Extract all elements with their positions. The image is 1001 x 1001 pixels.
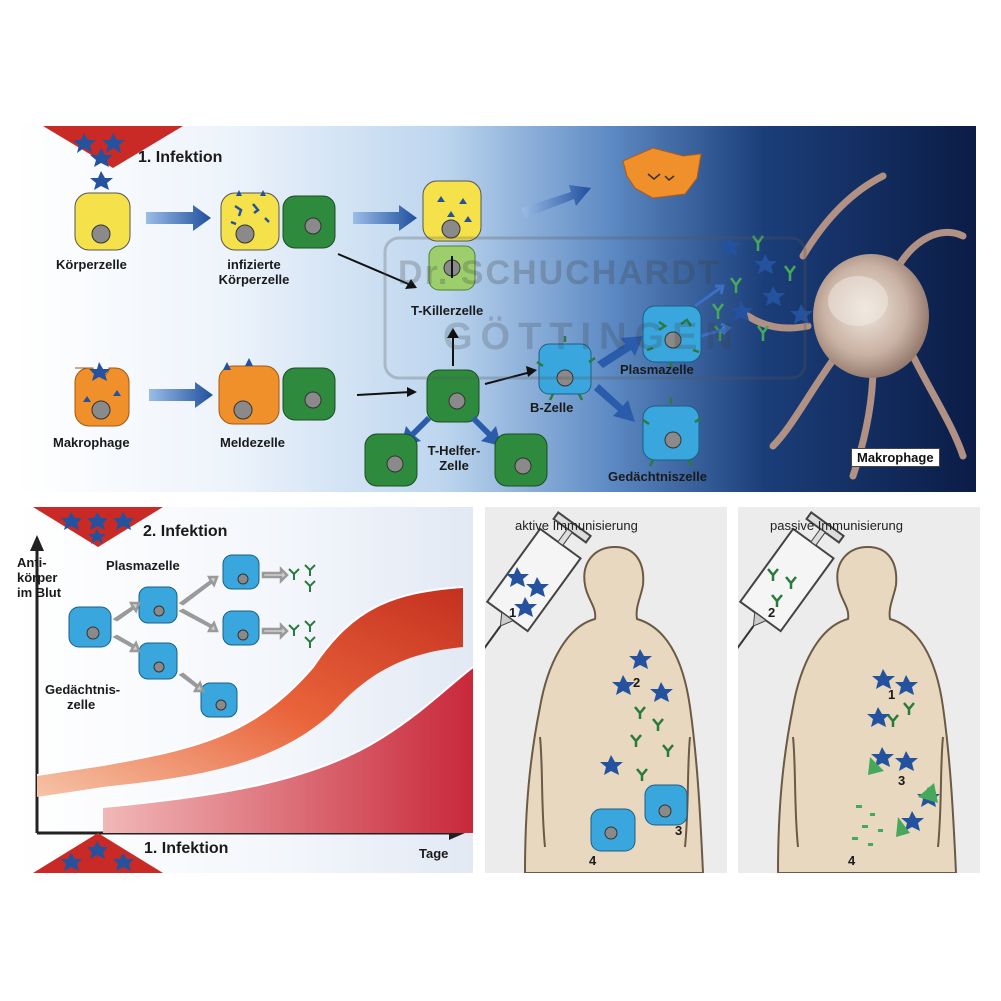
infected-cell-label-line2: Körperzelle: [218, 272, 290, 287]
step-3-number: 3: [675, 823, 683, 838]
passive-immunization-panel: passive Immunisierung 1 2 3 4: [738, 507, 980, 873]
antibody-bound-virus-icon: [868, 757, 938, 837]
memory-cell-label-line1: Gedächtnis-: [45, 682, 121, 697]
memory-cell-icon: [590, 808, 636, 852]
memory-cell-icon: [642, 398, 702, 467]
b-cell-icon: [536, 336, 596, 401]
antibody-cluster-icon: [288, 564, 316, 648]
macrophage-left-label: Makrophage: [53, 435, 130, 450]
step-1-number: 1: [509, 605, 517, 620]
y-axis-label-line3: im Blut: [17, 585, 62, 600]
destroyed-cell-icon: [622, 147, 702, 199]
infection-1-title: 1. Infektion: [138, 149, 223, 166]
passive-immunization-graphics: [738, 511, 958, 873]
signal-cell-icon: [218, 358, 280, 425]
antibody-cluster-icon: [767, 568, 915, 727]
infected-cell-label-line1: infizierte: [227, 257, 281, 272]
human-body-silhouette: [776, 545, 958, 873]
watermark-stamp: [383, 236, 807, 380]
macrophage-right-label: Makrophage: [851, 448, 940, 467]
antibody-cluster-icon: [630, 706, 674, 781]
t-helper-cell-icon: [426, 369, 480, 423]
step-2-number: 2: [768, 605, 776, 620]
step-3-number: 3: [898, 773, 906, 788]
active-immunization-panel: aktive Immunisierung 1 2 3 4: [485, 507, 727, 873]
antibody-curve-graphics: [30, 507, 473, 873]
first-infection-curve: [103, 667, 473, 833]
virus-cluster-icon: [718, 236, 813, 324]
flow-arrow: [594, 336, 643, 422]
y-axis-label-line1: Anti-: [17, 555, 47, 570]
immune-response-panel: 1. Infektion Körperzelle infizierte Körp…: [13, 126, 976, 492]
step-4-number: 4: [589, 853, 597, 868]
plasma-cell-icon: [644, 784, 688, 826]
t-helper-daughter-cell-icon: [364, 433, 548, 487]
macrophage-icon: [744, 172, 967, 480]
t-killer-cell-icon: [428, 245, 476, 291]
second-infection-curve: [37, 587, 463, 797]
plasma-cell-icon: [642, 305, 702, 368]
flow-arrow: [149, 382, 213, 408]
watermark-text-2: GÖTTINGEN: [443, 316, 741, 358]
x-axis-label: Tage: [419, 846, 449, 861]
infection-1-title-bottom: 1. Infektion: [144, 840, 229, 857]
antibody-graph-panel: 2. Infektion Anti- körper im Blut Plasma…: [13, 507, 473, 873]
step-2-number: 2: [633, 675, 641, 690]
green-cell-icon: [282, 367, 336, 421]
body-cell-label: Körperzelle: [56, 257, 127, 272]
virus-fragments-icon: [852, 805, 883, 846]
step-1-number: 1: [888, 687, 896, 702]
virus-triangle-icon: [33, 833, 163, 873]
active-immunization-graphics: [485, 511, 705, 873]
t-killer-label: T-Killerzelle: [411, 303, 484, 318]
signal-cell-label: Meldezelle: [220, 435, 286, 450]
immune-diagram-graphics: [43, 126, 967, 487]
macrophage-cell-icon: [74, 362, 130, 427]
syringe-icon: [485, 511, 593, 666]
green-cell-icon: [282, 195, 336, 249]
flow-arrow-outline: [112, 565, 289, 693]
virus-triangle-icon: [43, 126, 183, 168]
watermark-text: Dr. SCHUCHARDT: [398, 254, 721, 292]
flow-arrow-outline: [694, 284, 732, 338]
flow-arrow: [146, 185, 591, 231]
body-cell-icon: [74, 171, 131, 251]
b-cell-label: B-Zelle: [530, 400, 574, 415]
infected-body-cell-icon: [220, 190, 280, 251]
step-4-number: 4: [848, 853, 856, 868]
infected-cell-attacked-icon: [422, 180, 482, 242]
t-helper-label-line1: T-Helfer-: [427, 443, 481, 458]
plasma-cell-label: Plasmazelle: [106, 558, 180, 573]
virus-triangle-icon: [33, 507, 163, 547]
antibody-cluster-icon: [711, 235, 797, 341]
memory-cell-label: Gedächtniszelle: [608, 469, 707, 484]
passive-immunization-title: passive Immunisierung: [770, 518, 903, 533]
active-immunization-title: aktive Immunisierung: [515, 518, 638, 533]
plasma-cell-label: Plasmazelle: [620, 362, 694, 377]
y-axis-label-line2: körper: [17, 570, 58, 585]
memory-cell-icon: [68, 554, 260, 718]
infection-2-title: 2. Infektion: [143, 523, 228, 540]
memory-cell-label-line2: zelle: [67, 697, 96, 712]
t-helper-label-line2: Zelle: [439, 458, 469, 473]
